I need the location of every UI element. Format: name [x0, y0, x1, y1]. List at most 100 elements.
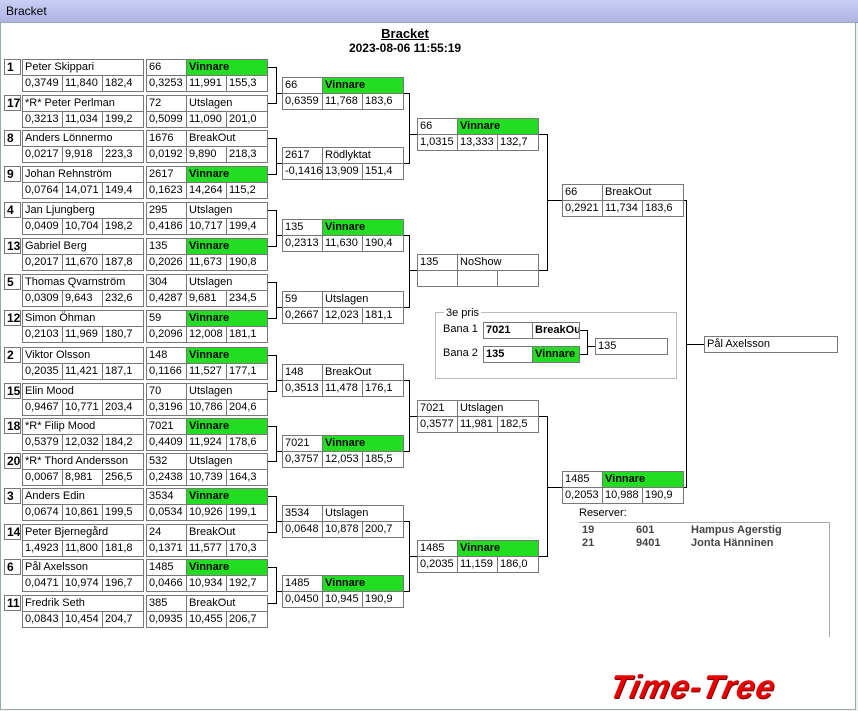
driver-name: Anders Lönnermo: [22, 130, 144, 147]
reaction-time: 0,2103: [22, 326, 63, 343]
elapsed-time: 11,159: [457, 556, 498, 573]
elapsed-time: 10,878: [322, 521, 363, 538]
speed: 204,6: [226, 399, 268, 416]
elapsed-time: 10,717: [186, 218, 227, 235]
result: Vinnare: [322, 219, 404, 236]
seed-number: 14: [4, 524, 21, 540]
elapsed-time: 10,934: [186, 575, 227, 592]
reaction-time: 0,9467: [22, 399, 63, 416]
connector: [276, 451, 282, 452]
driver-name: *R* Thord Andersson: [22, 453, 144, 470]
speed: 218,3: [226, 146, 268, 163]
connector: [409, 235, 410, 308]
elapsed-time: 11,981: [457, 416, 498, 433]
connector: [268, 282, 276, 283]
elapsed-time: 9,681: [186, 290, 227, 307]
result: Vinnare: [186, 559, 268, 576]
reaction-time: 0,1623: [146, 182, 187, 199]
reaction-time: 0,1371: [146, 540, 187, 557]
elapsed-time: 11,768: [322, 93, 363, 110]
car-number: 1485: [562, 471, 603, 488]
elapsed-time: 11,840: [62, 75, 103, 92]
connector: [268, 532, 276, 533]
elapsed-time: 11,924: [186, 434, 227, 451]
driver-name: Fredrik Seth: [22, 595, 144, 612]
elapsed-time: 8,981: [62, 469, 103, 486]
connector: [268, 174, 276, 175]
elapsed-time: 13,333: [457, 134, 498, 151]
elapsed-time: 11,630: [322, 235, 363, 252]
elapsed-time: 11,800: [62, 540, 103, 557]
speed: 186,0: [497, 556, 539, 573]
car-number: 2617: [146, 166, 187, 183]
driver-name: Jan Ljungberg: [22, 202, 144, 219]
connector: [268, 496, 276, 497]
result: Utslagen: [322, 291, 404, 308]
seed-number: 5: [4, 274, 21, 290]
speed: 232,6: [102, 290, 144, 307]
connector: [547, 487, 562, 488]
reaction-time: 0,3513: [282, 380, 323, 397]
reaction-time: 0,0674: [22, 504, 63, 521]
elapsed-time: 9,918: [62, 146, 103, 163]
elapsed-time: 11,734: [602, 200, 643, 217]
reaction-time: 0,2313: [282, 235, 323, 252]
driver-name: *R* Filip Mood: [22, 418, 144, 435]
reaction-time: 0,0409: [22, 218, 63, 235]
seed-number: 12: [4, 310, 21, 326]
connector: [276, 210, 277, 247]
car-number: 1485: [146, 559, 187, 576]
reaction-time: 0,0648: [282, 521, 323, 538]
driver-name: Anders Edin: [22, 488, 144, 505]
elapsed-time: 10,455: [186, 611, 227, 628]
speed: 206,7: [226, 611, 268, 628]
speed: 151,4: [362, 163, 404, 180]
seed-number: 11: [4, 595, 21, 611]
reaction-time: 0,0466: [146, 575, 187, 592]
reaction-time: 0,0764: [22, 182, 63, 199]
connector: [276, 282, 277, 319]
car-number: 66: [282, 77, 323, 94]
reaction-time: 0,0450: [282, 591, 323, 608]
connector: [276, 521, 282, 522]
result: Vinnare: [322, 575, 404, 592]
result: Vinnare: [186, 347, 268, 364]
window-titlebar: Bracket: [0, 0, 858, 23]
connector: [580, 354, 587, 355]
speed: 204,7: [102, 611, 144, 628]
reaction-time: 0,0935: [146, 611, 187, 628]
connector: [587, 330, 588, 355]
driver-name: Gabriel Berg: [22, 238, 144, 255]
speed: 187,8: [102, 254, 144, 271]
elapsed-time: 12,053: [322, 451, 363, 468]
speed: 199,5: [102, 504, 144, 521]
connector: [276, 163, 282, 164]
elapsed-time: 11,991: [186, 75, 227, 92]
speed: 256,5: [102, 469, 144, 486]
elapsed-time: 11,478: [322, 380, 363, 397]
elapsed-time: 10,704: [62, 218, 103, 235]
speed: 115,2: [226, 182, 268, 199]
speed: 183,6: [362, 93, 404, 110]
elapsed-time: 11,527: [186, 363, 227, 380]
reaction-time: 0,2438: [146, 469, 187, 486]
car-number: 7021: [417, 400, 458, 417]
page-title: Bracket: [381, 26, 429, 41]
third-lane1-car: 7021: [483, 322, 533, 339]
result: Utslagen: [186, 202, 268, 219]
reserve-seed: 21: [582, 537, 595, 549]
reaction-time: 1,4923: [22, 540, 63, 557]
car-number: 135: [146, 238, 187, 255]
elapsed-time: 10,771: [62, 399, 103, 416]
car-number: 66: [417, 118, 458, 135]
seed-number: 1: [4, 59, 21, 75]
reaction-time: 0,3577: [417, 416, 458, 433]
result: Utslagen: [322, 505, 404, 522]
speed: 182,5: [497, 416, 539, 433]
third-lane2-result: Vinnare: [532, 346, 580, 363]
speed: 199,1: [226, 504, 268, 521]
speed: 190,9: [642, 487, 684, 504]
reserves-box: Reserver: 19 601 Hampus Agerstig 21 9401…: [579, 507, 830, 637]
connector: [268, 246, 276, 247]
elapsed-time: 10,454: [62, 611, 103, 628]
